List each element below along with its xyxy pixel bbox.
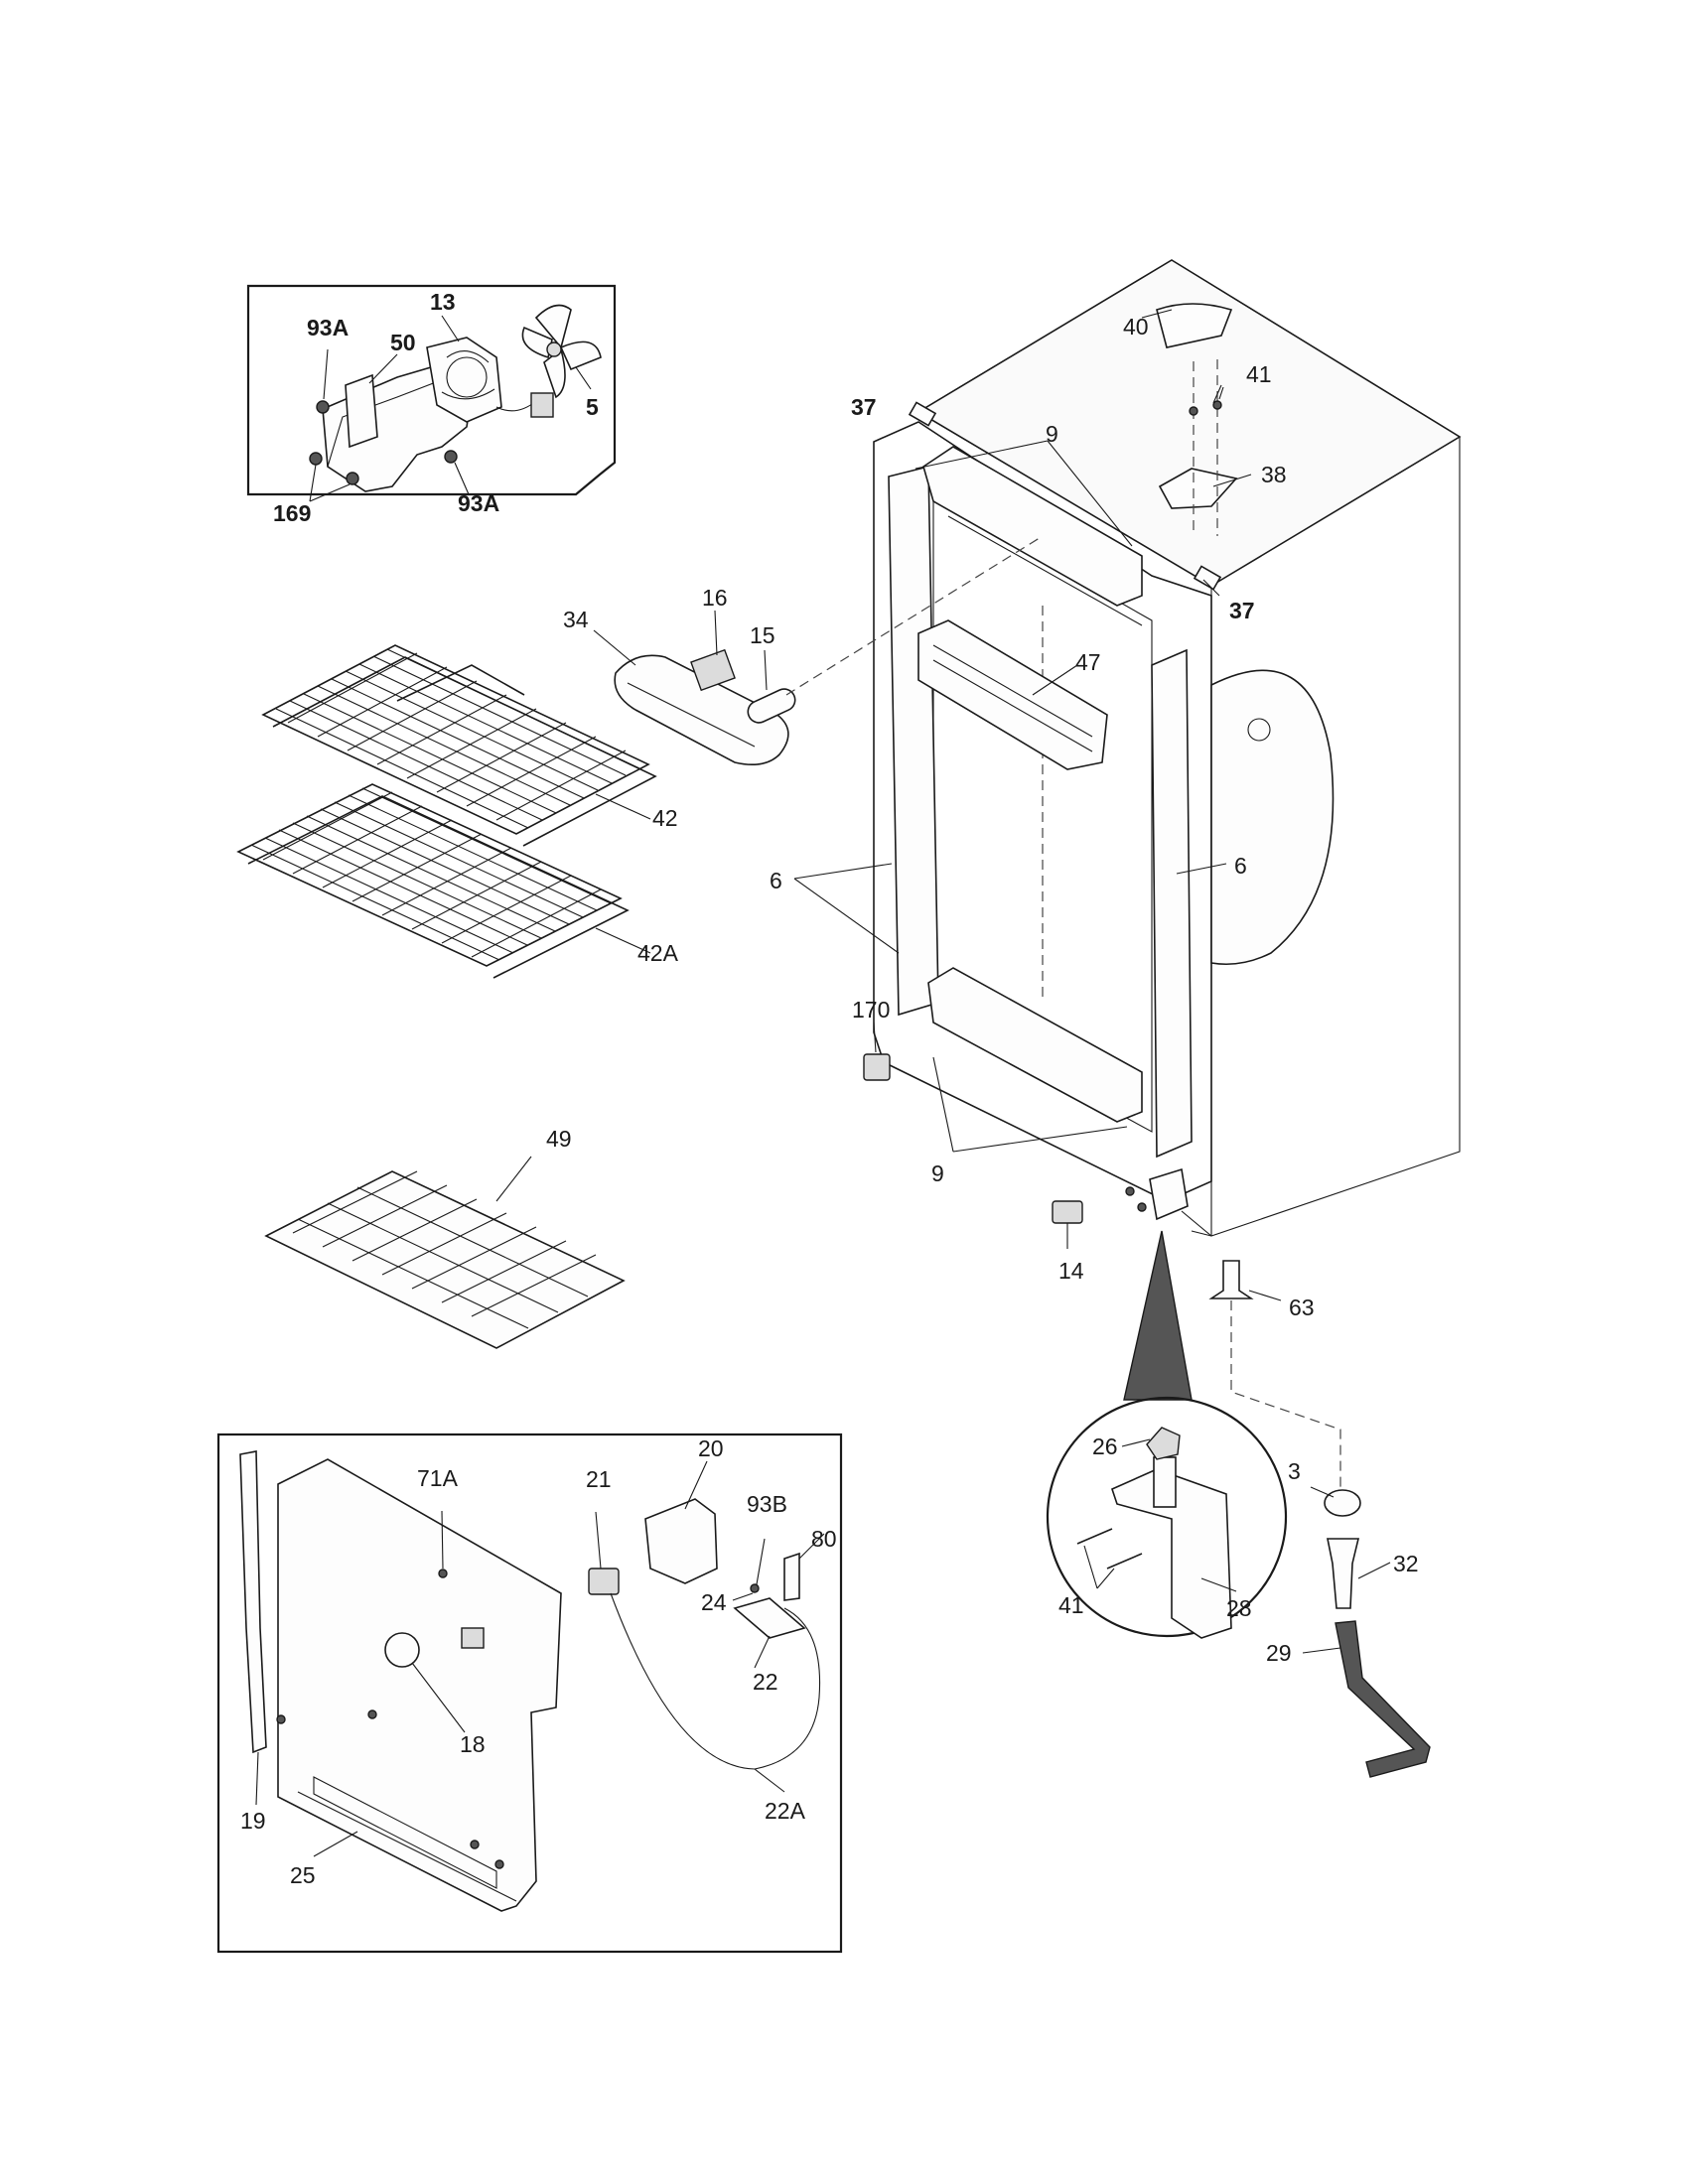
callout-22: 22 (753, 1669, 778, 1695)
callout-47: 47 (1075, 649, 1101, 675)
hinge-detail (1046, 1230, 1288, 1639)
freezer-cabinet (785, 259, 1462, 1499)
panel-inset-frame (216, 1433, 843, 1954)
callout-26: 26 (1092, 1433, 1118, 1459)
callout-9-top: 9 (1046, 421, 1058, 447)
basket-49 (264, 1156, 626, 1349)
callout-93a-top: 93A (307, 315, 349, 341)
callout-169: 169 (273, 500, 311, 526)
fan-motor-inset (246, 284, 617, 502)
callout-49: 49 (546, 1126, 572, 1152)
callout-21: 21 (586, 1466, 612, 1492)
wire-shelf-42a (236, 783, 651, 979)
callout-93a-bottom: 93A (458, 490, 499, 516)
callout-37-left: 37 (851, 394, 877, 420)
callout-6-right: 6 (1234, 853, 1247, 879)
callout-3: 3 (1288, 1458, 1301, 1484)
callout-93b: 93B (747, 1491, 787, 1517)
callout-20: 20 (698, 1435, 724, 1461)
callout-16: 16 (702, 585, 728, 611)
callout-32: 32 (1393, 1551, 1419, 1576)
callout-42a: 42A (637, 940, 679, 966)
callout-22a: 22A (765, 1798, 806, 1824)
panel-inset (216, 1433, 843, 1954)
light-assembly (593, 610, 796, 765)
callout-6-left: 6 (770, 868, 782, 893)
callout-19: 19 (240, 1808, 266, 1834)
callout-37-right: 37 (1229, 598, 1255, 623)
callout-41-bottom: 41 (1058, 1592, 1084, 1618)
callout-38: 38 (1261, 462, 1287, 487)
callout-41-top: 41 (1246, 361, 1272, 387)
callout-9-bottom: 9 (931, 1160, 944, 1186)
fan-inset-frame (246, 284, 617, 496)
callout-25: 25 (290, 1862, 316, 1888)
callout-42: 42 (652, 805, 678, 831)
callout-80: 80 (811, 1526, 837, 1552)
callout-28: 28 (1226, 1595, 1252, 1621)
callout-71a: 71A (417, 1465, 459, 1491)
callout-24: 24 (701, 1589, 727, 1615)
callout-34: 34 (563, 607, 589, 632)
wire-shelf-42 (261, 644, 657, 847)
callout-13: 13 (430, 289, 456, 315)
callout-29: 29 (1266, 1640, 1292, 1666)
callout-40: 40 (1123, 314, 1149, 340)
callout-5: 5 (586, 394, 599, 420)
callout-63: 63 (1289, 1295, 1315, 1320)
callout-15: 15 (750, 622, 775, 648)
callout-50: 50 (390, 330, 416, 355)
callout-14: 14 (1058, 1258, 1084, 1284)
callout-170: 170 (852, 997, 890, 1023)
callout-labels: 13 93A 50 5 169 93A 40 41 37 9 38 37 16 … (240, 289, 1419, 1888)
door-handle-assembly (1302, 1486, 1431, 1778)
callout-18: 18 (460, 1731, 486, 1757)
